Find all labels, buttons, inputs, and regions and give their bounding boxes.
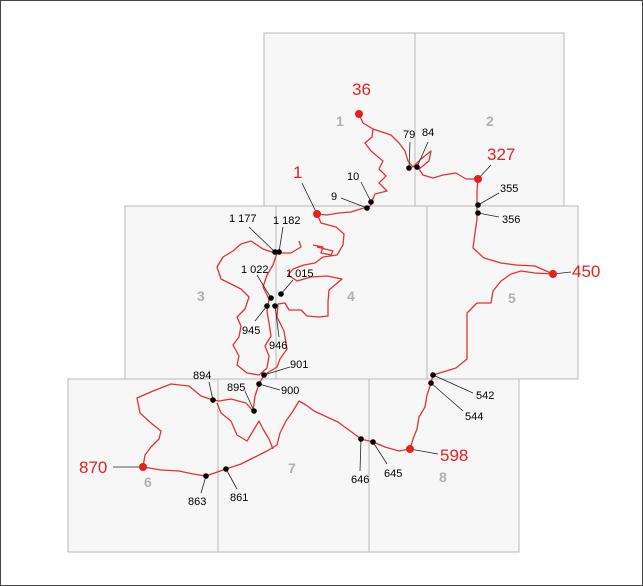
sheet-3[interactable] <box>124 205 277 380</box>
sheet-number-7: 7 <box>288 460 296 476</box>
sheet-number-8: 8 <box>439 469 447 485</box>
point-645[interactable]: 645 <box>370 439 402 480</box>
point-label-356: 356 <box>502 214 520 226</box>
sheet-4[interactable] <box>275 205 428 380</box>
sheet-number-5: 5 <box>508 290 516 306</box>
major-points: 36 327 1 450 598 870 <box>79 80 600 477</box>
point-label-645: 645 <box>384 468 402 480</box>
point-label-900: 900 <box>281 385 299 397</box>
point-label-646: 646 <box>351 474 369 486</box>
point-450[interactable]: 450 <box>549 262 600 281</box>
point-label-946: 946 <box>269 340 287 352</box>
sheet-8[interactable] <box>368 378 520 553</box>
point-84[interactable]: 84 <box>414 127 434 170</box>
point-label-863: 863 <box>188 496 206 508</box>
point-894[interactable]: 894 <box>193 370 216 403</box>
point-9[interactable]: 9 <box>331 191 370 211</box>
sheet-5[interactable] <box>426 205 579 380</box>
point-label-9: 9 <box>331 191 337 203</box>
point-label-861: 861 <box>230 492 248 504</box>
point-label-894: 894 <box>193 370 211 382</box>
point-945[interactable]: 945 <box>242 303 270 337</box>
point-label-10: 10 <box>347 171 359 183</box>
point-895[interactable]: 895 <box>227 382 257 414</box>
point-861[interactable]: 861 <box>223 466 248 504</box>
point-598[interactable]: 598 <box>406 445 468 465</box>
minor-points: 79 84 10 9 355 356 1 <box>188 127 520 508</box>
point-1022[interactable]: 1 022 <box>241 264 274 301</box>
point-1182[interactable]: 1 182 <box>273 215 301 255</box>
point-label-79: 79 <box>403 129 415 141</box>
point-label-355: 355 <box>500 183 518 195</box>
point-label-945: 945 <box>242 325 260 337</box>
point-label-901: 901 <box>290 359 308 371</box>
point-901[interactable]: 901 <box>261 359 308 378</box>
map-sheets <box>67 32 579 553</box>
point-1[interactable]: 1 <box>293 163 321 218</box>
point-label-36: 36 <box>352 80 371 99</box>
point-label-870: 870 <box>79 458 107 477</box>
point-10[interactable]: 10 <box>347 171 374 205</box>
point-label-1015: 1 015 <box>286 268 314 280</box>
point-863[interactable]: 863 <box>188 473 209 508</box>
point-870[interactable]: 870 <box>79 458 147 477</box>
point-355[interactable]: 355 <box>475 183 518 208</box>
sheet-number-1: 1 <box>336 113 344 129</box>
point-36[interactable]: 36 <box>352 80 371 118</box>
point-label-327: 327 <box>487 145 515 164</box>
sheet-number-2: 2 <box>486 113 494 129</box>
point-646[interactable]: 646 <box>351 436 369 486</box>
sheet-number-6: 6 <box>144 474 152 490</box>
point-79[interactable]: 79 <box>403 129 415 171</box>
point-label-1182: 1 182 <box>273 215 301 227</box>
point-label-84: 84 <box>422 127 434 139</box>
point-label-542: 542 <box>476 390 494 402</box>
sheet-2[interactable] <box>414 32 565 207</box>
sheet-1[interactable] <box>263 32 416 207</box>
point-label-1022: 1 022 <box>241 264 269 276</box>
point-label-1177: 1 177 <box>229 213 257 225</box>
point-356[interactable]: 356 <box>475 210 520 226</box>
route-line[interactable] <box>136 113 554 477</box>
point-544[interactable]: 544 <box>428 380 483 423</box>
point-542[interactable]: 542 <box>430 372 494 402</box>
point-327[interactable]: 327 <box>474 145 515 183</box>
point-label-1: 1 <box>293 163 302 182</box>
point-label-598: 598 <box>440 446 468 465</box>
point-1015[interactable]: 1 015 <box>278 268 314 297</box>
point-label-895: 895 <box>227 382 245 394</box>
sheet-7[interactable] <box>217 378 370 553</box>
sheet-number-3: 3 <box>197 288 205 304</box>
sheet-numbers: 1 2 3 4 5 6 7 8 <box>144 113 516 490</box>
point-946[interactable]: 946 <box>269 303 287 352</box>
point-label-450: 450 <box>572 262 600 281</box>
point-1177[interactable]: 1 177 <box>229 213 278 255</box>
sheet-number-4: 4 <box>347 288 355 304</box>
point-900[interactable]: 900 <box>256 381 299 397</box>
point-label-544: 544 <box>465 411 483 423</box>
